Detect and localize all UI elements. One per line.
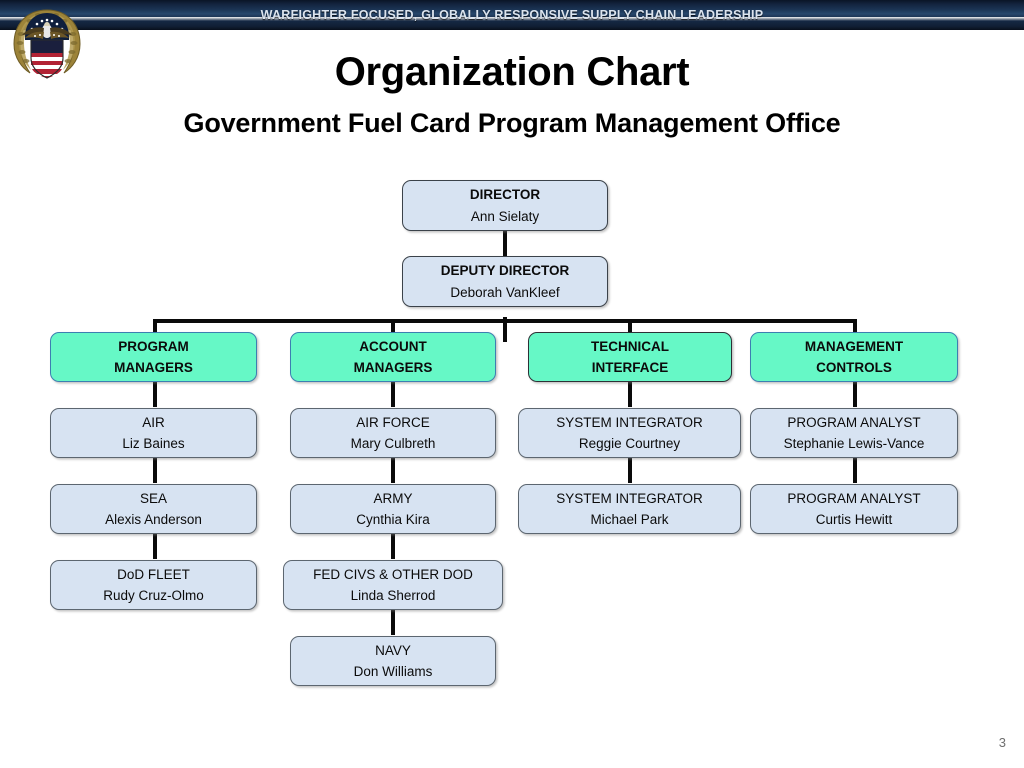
node-program-analyst-1-role: PROGRAM ANALYST: [787, 414, 921, 430]
connector-col4-seg1: [853, 381, 857, 407]
node-deputy-director-person: Deborah VanKleef: [450, 284, 560, 300]
header-banner: WARFIGHTER FOCUSED, GLOBALLY RESPONSIVE …: [0, 0, 1024, 30]
node-deputy-director[interactable]: DEPUTY DIRECTOR Deborah VanKleef: [402, 256, 608, 307]
node-navy-person: Don Williams: [353, 664, 433, 679]
connector-col2-seg2: [391, 457, 395, 483]
connector-bus-drop-col4: [853, 319, 857, 335]
node-air[interactable]: AIR Liz Baines: [50, 408, 257, 458]
connector-col2-seg4: [391, 609, 395, 635]
node-air-role: AIR: [142, 414, 165, 430]
node-army-role: ARMY: [373, 490, 413, 506]
node-system-integrator-1[interactable]: SYSTEM INTEGRATOR Reggie Courtney: [518, 408, 741, 458]
page-subtitle: Government Fuel Card Program Management …: [183, 108, 841, 138]
node-dod-fleet-role: DoD FLEET: [117, 566, 190, 582]
node-deputy-director-role: DEPUTY DIRECTOR: [440, 263, 570, 279]
node-fed-civs-other-dod-role: FED CIVS & OTHER DOD: [313, 566, 473, 582]
node-air-force-person: Mary Culbreth: [350, 436, 436, 451]
node-system-integrator-1-person: Reggie Courtney: [578, 436, 681, 451]
node-system-integrator-2-person: Michael Park: [590, 512, 669, 527]
connector-col3-seg2: [628, 457, 632, 483]
connector-col1-seg1: [153, 381, 157, 407]
node-header-technical-interface-line2: INTERFACE: [591, 360, 669, 375]
dla-seal-icon: [8, 4, 86, 84]
node-program-analyst-2-person: Curtis Hewitt: [815, 512, 893, 527]
connector-director-deputy: [503, 230, 507, 256]
node-sea-person: Alexis Anderson: [105, 512, 202, 527]
node-director-role: DIRECTOR: [469, 187, 541, 203]
node-header-technical-interface-line1: TECHNICAL: [591, 338, 669, 354]
node-header-management-controls-line2: CONTROLS: [816, 360, 892, 375]
node-program-analyst-2[interactable]: PROGRAM ANALYST Curtis Hewitt: [750, 484, 958, 534]
node-army[interactable]: ARMY Cynthia Kira: [290, 484, 496, 534]
node-navy[interactable]: NAVY Don Williams: [290, 636, 496, 686]
node-dod-fleet-person: Rudy Cruz-Olmo: [103, 588, 204, 603]
node-director[interactable]: DIRECTOR Ann Sielaty: [402, 180, 608, 231]
node-fed-civs-other-dod[interactable]: FED CIVS & OTHER DOD Linda Sherrod: [283, 560, 503, 610]
node-header-account-managers-line2: MANAGERS: [353, 360, 433, 375]
node-program-analyst-2-role: PROGRAM ANALYST: [787, 490, 921, 506]
connector-bus-drop-col2: [391, 319, 395, 335]
node-header-account-managers-line1: ACCOUNT: [359, 338, 427, 354]
node-header-program-managers-line1: PROGRAM: [118, 338, 189, 354]
connector-col2-seg3: [391, 533, 395, 559]
connector-deputy-bus: [503, 317, 507, 342]
node-header-management-controls[interactable]: MANAGEMENT CONTROLS: [750, 332, 958, 382]
connector-col2-seg1: [391, 381, 395, 407]
node-header-account-managers[interactable]: ACCOUNT MANAGERS: [290, 332, 496, 382]
node-sea-role: SEA: [139, 490, 167, 506]
connector-col1-seg2: [153, 457, 157, 483]
node-fed-civs-other-dod-person: Linda Sherrod: [350, 588, 436, 603]
page-title: Organization Chart: [334, 50, 690, 94]
node-header-technical-interface[interactable]: TECHNICAL INTERFACE: [528, 332, 732, 382]
node-system-integrator-1-role: SYSTEM INTEGRATOR: [556, 414, 703, 430]
connector-horizontal-bus: [153, 319, 856, 323]
connector-col3-seg1: [628, 381, 632, 407]
node-air-person: Liz Baines: [122, 436, 185, 451]
node-air-force[interactable]: AIR FORCE Mary Culbreth: [290, 408, 496, 458]
connector-bus-drop-col3: [628, 319, 632, 335]
node-system-integrator-2[interactable]: SYSTEM INTEGRATOR Michael Park: [518, 484, 741, 534]
banner-tagline: WARFIGHTER FOCUSED, GLOBALLY RESPONSIVE …: [260, 8, 764, 22]
page-number: 3: [998, 735, 1006, 750]
node-program-analyst-1[interactable]: PROGRAM ANALYST Stephanie Lewis-Vance: [750, 408, 958, 458]
connector-col4-seg2: [853, 457, 857, 483]
connector-bus-drop-col1: [153, 319, 157, 335]
node-header-program-managers-line2: MANAGERS: [114, 360, 193, 375]
node-system-integrator-2-role: SYSTEM INTEGRATOR: [556, 490, 703, 506]
node-sea[interactable]: SEA Alexis Anderson: [50, 484, 257, 534]
node-director-person: Ann Sielaty: [470, 208, 540, 224]
node-navy-role: NAVY: [375, 642, 411, 658]
node-header-management-controls-line1: MANAGEMENT: [804, 338, 904, 354]
node-air-force-role: AIR FORCE: [356, 414, 430, 430]
node-header-program-managers[interactable]: PROGRAM MANAGERS: [50, 332, 257, 382]
node-program-analyst-1-person: Stephanie Lewis-Vance: [783, 436, 925, 451]
connector-col1-seg3: [153, 533, 157, 559]
node-dod-fleet[interactable]: DoD FLEET Rudy Cruz-Olmo: [50, 560, 257, 610]
node-army-person: Cynthia Kira: [356, 512, 430, 527]
